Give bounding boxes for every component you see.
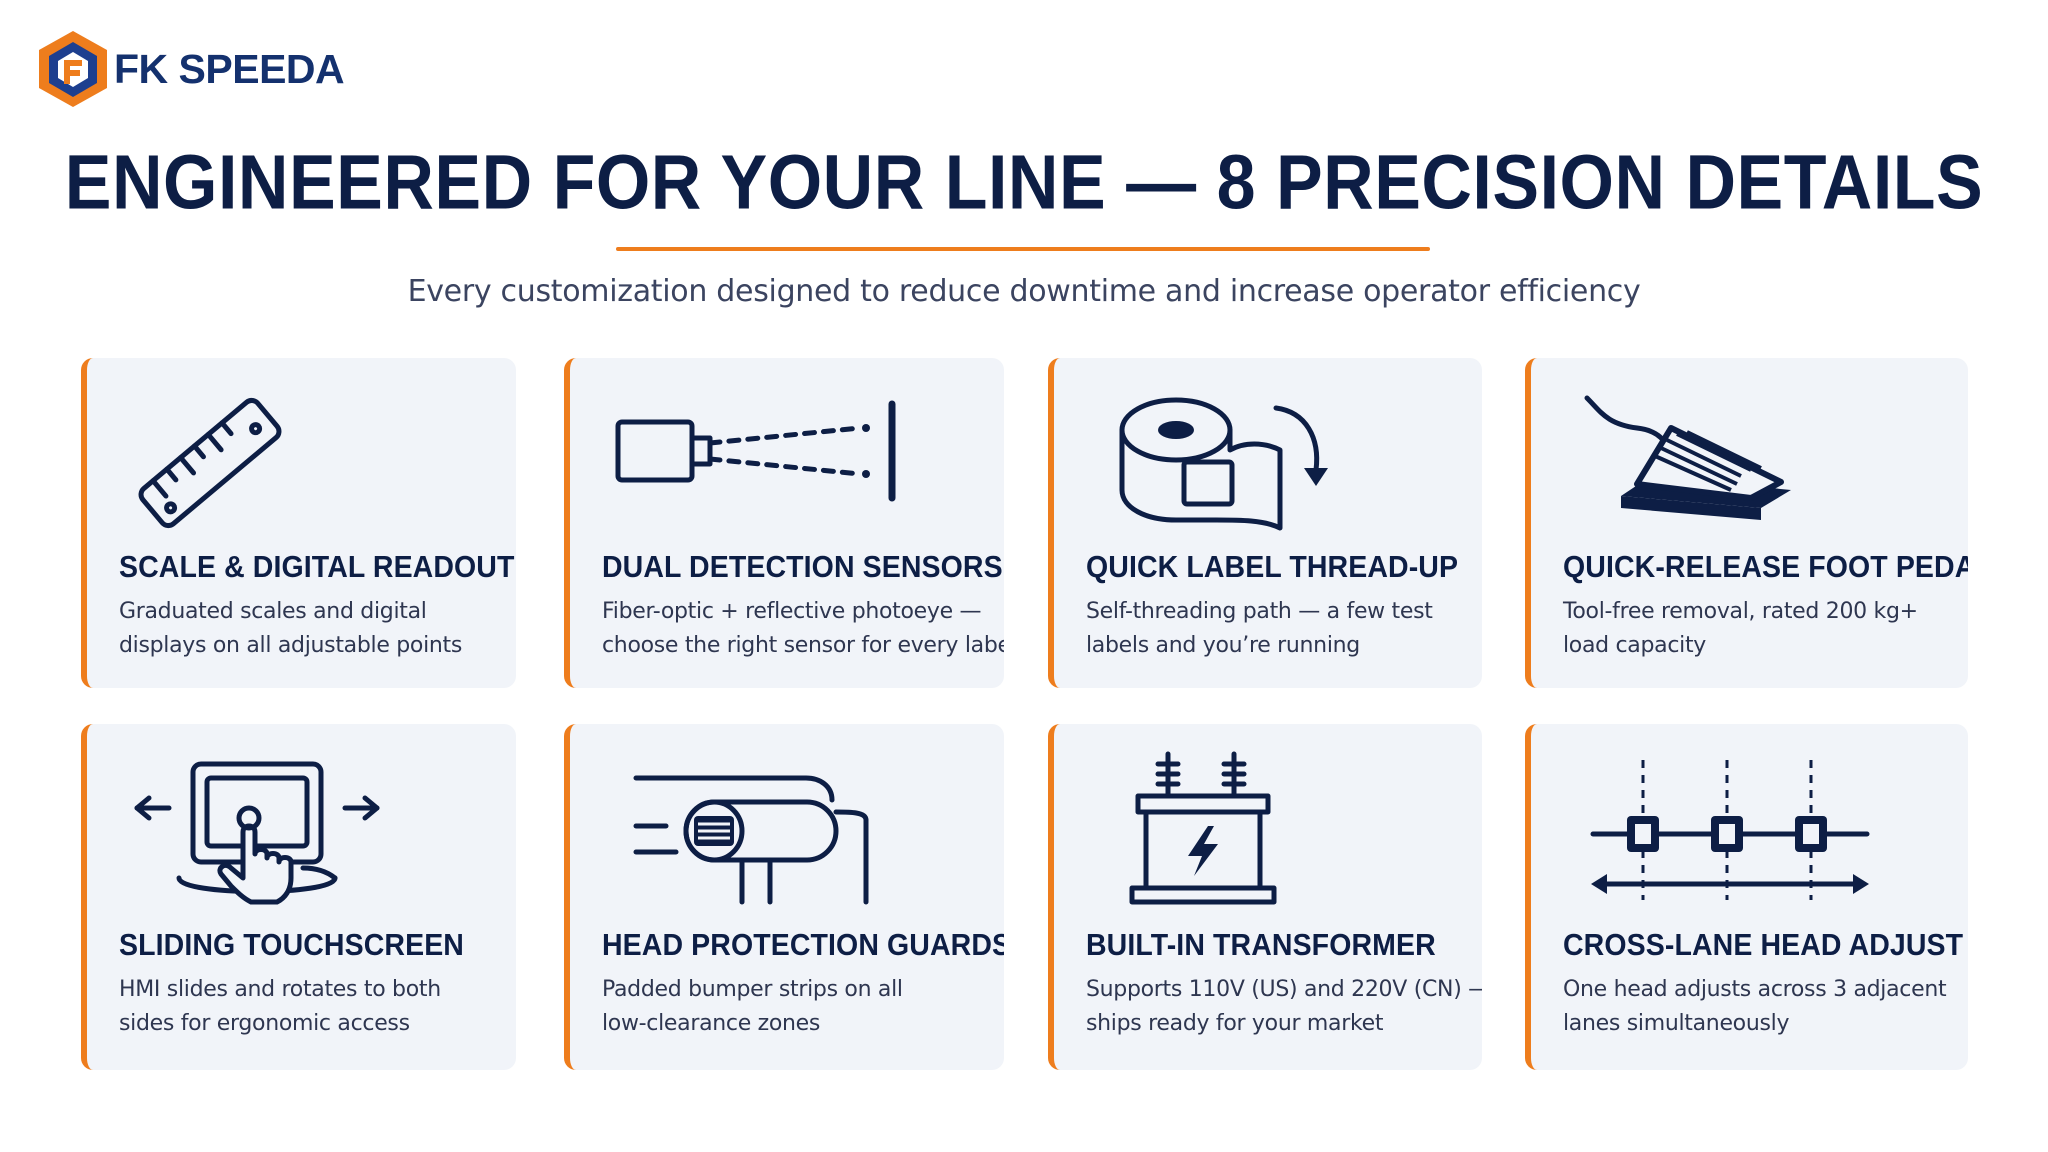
- feature-card-foot-pedal: QUICK-RELEASE FOOT PEDAL Tool-free remov…: [1525, 358, 1968, 688]
- feature-card-head-guards: HEAD PROTECTION GUARDS Padded bumper str…: [564, 724, 1004, 1070]
- feature-title: HEAD PROTECTION GUARDS: [602, 928, 1004, 963]
- logo-hexagon-icon: [39, 31, 107, 107]
- brand-name: FK SPEEDA: [114, 45, 345, 92]
- feature-card-transformer: BUILT-IN TRANSFORMER Supports 110V (US) …: [1048, 724, 1482, 1070]
- feature-card-dual-sensors: DUAL DETECTION SENSORS Fiber-optic + ref…: [564, 358, 1004, 688]
- feature-card-scale-readout: SCALE & DIGITAL READOUT Graduated scales…: [81, 358, 516, 688]
- page-title: ENGINEERED FOR YOUR LINE — 8 PRECISION D…: [64, 139, 1984, 225]
- ruler-icon: [125, 388, 295, 538]
- feature-description: Fiber-optic + reflective photoeye —choos…: [602, 599, 1004, 658]
- feature-title: CROSS-LANE HEAD ADJUST: [1563, 928, 1964, 963]
- title-divider: [616, 247, 1430, 251]
- feature-title: SLIDING TOUCHSCREEN: [119, 928, 464, 963]
- feature-description: Supports 110V (US) and 220V (CN) —ships …: [1086, 977, 1482, 1036]
- page-subtitle: Every customization designed to reduce d…: [407, 274, 1641, 309]
- sensor-icon: [610, 398, 910, 508]
- cross-lane-icon: [1585, 754, 1875, 904]
- feature-title: DUAL DETECTION SENSORS: [602, 550, 1003, 585]
- feature-title: BUILT-IN TRANSFORMER: [1086, 928, 1436, 963]
- label-roll-icon: [1116, 388, 1356, 538]
- feature-description: Tool-free removal, rated 200 kg+load cap…: [1563, 599, 1918, 658]
- feature-card-label-thread: QUICK LABEL THREAD-UP Self-threading pat…: [1048, 358, 1482, 688]
- transformer-icon: [1124, 746, 1284, 916]
- feature-title: QUICK-RELEASE FOOT PEDAL: [1563, 550, 1968, 585]
- foot-pedal-icon: [1581, 388, 1811, 538]
- feature-title: SCALE & DIGITAL READOUT: [119, 550, 515, 585]
- brand-logo: FK SPEEDA: [36, 28, 345, 110]
- head-guard-icon: [630, 760, 880, 910]
- feature-card-touchscreen: SLIDING TOUCHSCREEN HMI slides and rotat…: [81, 724, 516, 1070]
- feature-title: QUICK LABEL THREAD-UP: [1086, 550, 1459, 585]
- touchscreen-icon: [129, 756, 389, 906]
- feature-card-cross-lane: CROSS-LANE HEAD ADJUST One head adjusts …: [1525, 724, 1968, 1070]
